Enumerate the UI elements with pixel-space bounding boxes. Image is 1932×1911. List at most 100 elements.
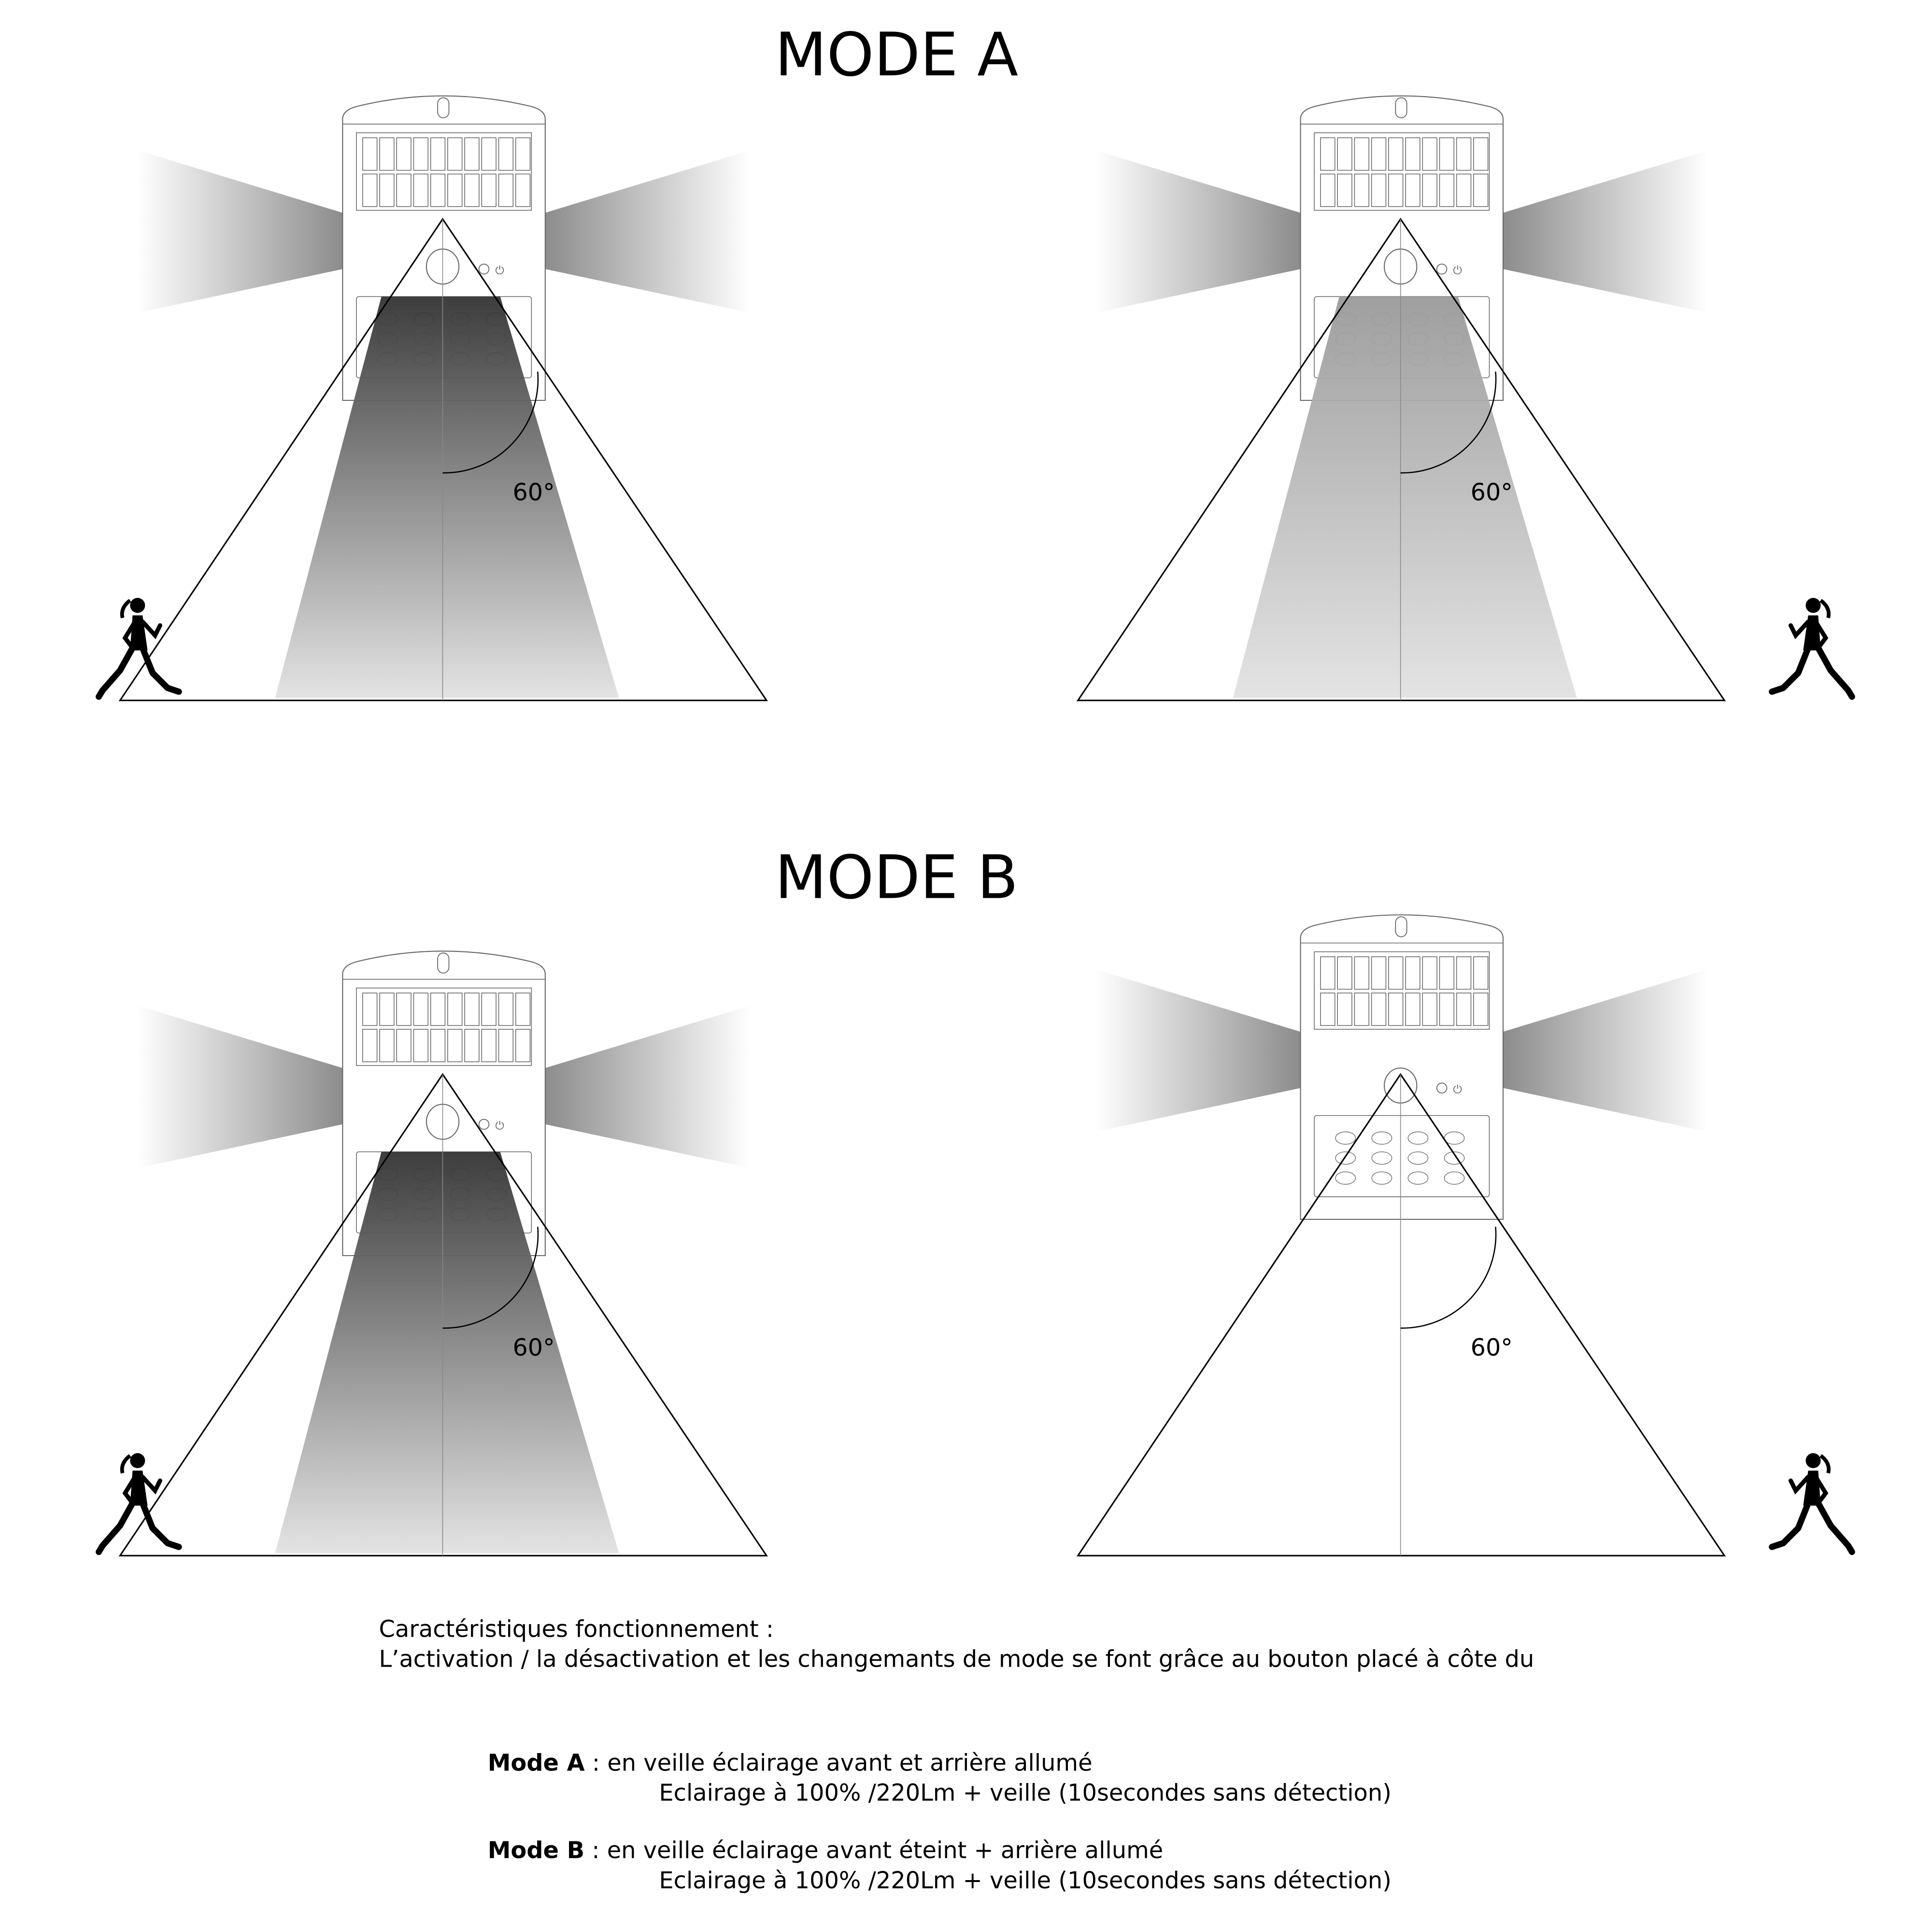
right-side-beam: [1503, 969, 1708, 1132]
solar-cell: [396, 137, 412, 171]
runner-legs: [1769, 645, 1855, 700]
angle-label: 60°: [1471, 478, 1513, 506]
solar-cell: [1422, 956, 1437, 990]
solar-cell: [1439, 173, 1455, 207]
solar-cell: [481, 137, 497, 171]
description-heading: Caractéristiques fonctionnement :: [379, 1616, 774, 1643]
solar-panel: [356, 132, 532, 211]
solar-cell: [430, 992, 446, 1026]
solar-cell: [413, 992, 428, 1026]
solar-cell: [379, 1029, 395, 1062]
power-button-icon: ⏻: [1453, 1083, 1462, 1096]
solar-cell: [413, 1029, 428, 1062]
power-button-icon: ⏻: [1453, 264, 1462, 277]
angle-arc: [442, 371, 539, 474]
hanging-hole: [1395, 916, 1407, 937]
light-sensor: [1436, 1082, 1448, 1094]
runner-head: [1805, 1453, 1821, 1468]
led: [1407, 1151, 1429, 1165]
led-panel: [1314, 1115, 1490, 1197]
detection-zone: [118, 1073, 768, 1557]
mode-b-title: MODE B: [775, 843, 1018, 912]
runner-head: [130, 598, 145, 613]
solar-cell: [481, 992, 497, 1026]
solar-cell: [362, 137, 378, 171]
left-side-beam: [1095, 150, 1301, 313]
mode-a-text: : en veille éclairage avant et arrière a…: [585, 1750, 1093, 1777]
solar-cell: [464, 173, 480, 207]
solar-cell: [1422, 173, 1437, 207]
power-button-icon: ⏻: [495, 264, 504, 277]
power-button-icon: ⏻: [495, 1119, 504, 1132]
hanging-hole: [437, 97, 450, 118]
runner-head: [1805, 598, 1821, 613]
solar-cell: [1320, 173, 1335, 207]
description: Caractéristiques fonctionnement : L’acti…: [379, 1616, 1534, 1894]
solar-cell: [1456, 137, 1472, 171]
runner-icon: [1769, 598, 1855, 700]
angle-label: 60°: [1471, 1333, 1513, 1361]
runner-head: [130, 1453, 145, 1468]
front-light-beam: [275, 1151, 619, 1554]
runner-ponytail: [1819, 599, 1831, 619]
solar-cell: [1388, 956, 1404, 990]
solar-cell: [362, 992, 378, 1026]
solar-cell: [498, 992, 514, 1026]
runner-ponytail: [120, 599, 131, 619]
runner-arms: [122, 1474, 162, 1506]
led: [1444, 1151, 1465, 1165]
mode-a-description: Mode A : en veille éclairage avant et ar…: [488, 1750, 1093, 1777]
led: [1371, 1171, 1392, 1185]
solar-cell: [1388, 173, 1404, 207]
solar-cell: [1388, 137, 1404, 171]
solar-cell: [379, 992, 395, 1026]
left-side-beam: [137, 1005, 343, 1168]
solar-panel: [1314, 951, 1490, 1030]
solar-cell: [1405, 992, 1421, 1026]
hanging-hole: [1395, 97, 1407, 118]
solar-cell: [498, 137, 514, 171]
solar-cell: [1405, 173, 1421, 207]
solar-cell: [396, 1029, 412, 1062]
panel-mode-a-right: ⏻ 60°: [1076, 95, 1855, 701]
solar-cell: [1456, 956, 1472, 990]
led: [1407, 1131, 1429, 1145]
solar-cell: [1337, 137, 1352, 171]
mode-b-label: Mode B: [488, 1838, 584, 1864]
detection-zone: [1076, 217, 1726, 701]
runner-icon: [96, 598, 182, 700]
solar-cell: [362, 173, 378, 207]
runner-arms: [1788, 619, 1829, 651]
solar-cell: [481, 1029, 497, 1062]
solar-cell: [1320, 956, 1335, 990]
solar-cell: [447, 992, 463, 1026]
mode-a-title: MODE A: [775, 20, 1018, 90]
solar-cell: [379, 137, 395, 171]
solar-cell: [1439, 992, 1455, 1026]
solar-panel: [356, 988, 532, 1066]
runner-arms: [122, 619, 162, 651]
runner-icon: [1769, 1453, 1855, 1555]
solar-cell: [1473, 992, 1489, 1026]
front-light-beam: [1233, 297, 1577, 698]
solar-cell: [1473, 956, 1489, 990]
led: [1335, 1131, 1356, 1145]
solar-cell: [362, 1029, 378, 1062]
runner-arms: [1788, 1474, 1829, 1506]
led: [1335, 1171, 1356, 1185]
led: [1335, 1151, 1356, 1165]
angle-arc: [1400, 1227, 1497, 1329]
runner-ponytail: [120, 1454, 131, 1474]
solar-cell: [515, 173, 531, 207]
panel-mode-b-right: ⏻ 60°: [1076, 914, 1855, 1557]
solar-cell: [515, 137, 531, 171]
solar-cell: [1371, 956, 1387, 990]
solar-cell: [1371, 992, 1387, 1026]
angle-arc: [442, 1227, 539, 1329]
front-light-beam: [275, 297, 619, 698]
solar-cell: [1439, 137, 1455, 171]
angle-label: 60°: [512, 1333, 554, 1361]
mode-b-description: Mode B : en veille éclairage avant étein…: [488, 1838, 1163, 1864]
solar-cell: [498, 173, 514, 207]
solar-cell: [379, 173, 395, 207]
